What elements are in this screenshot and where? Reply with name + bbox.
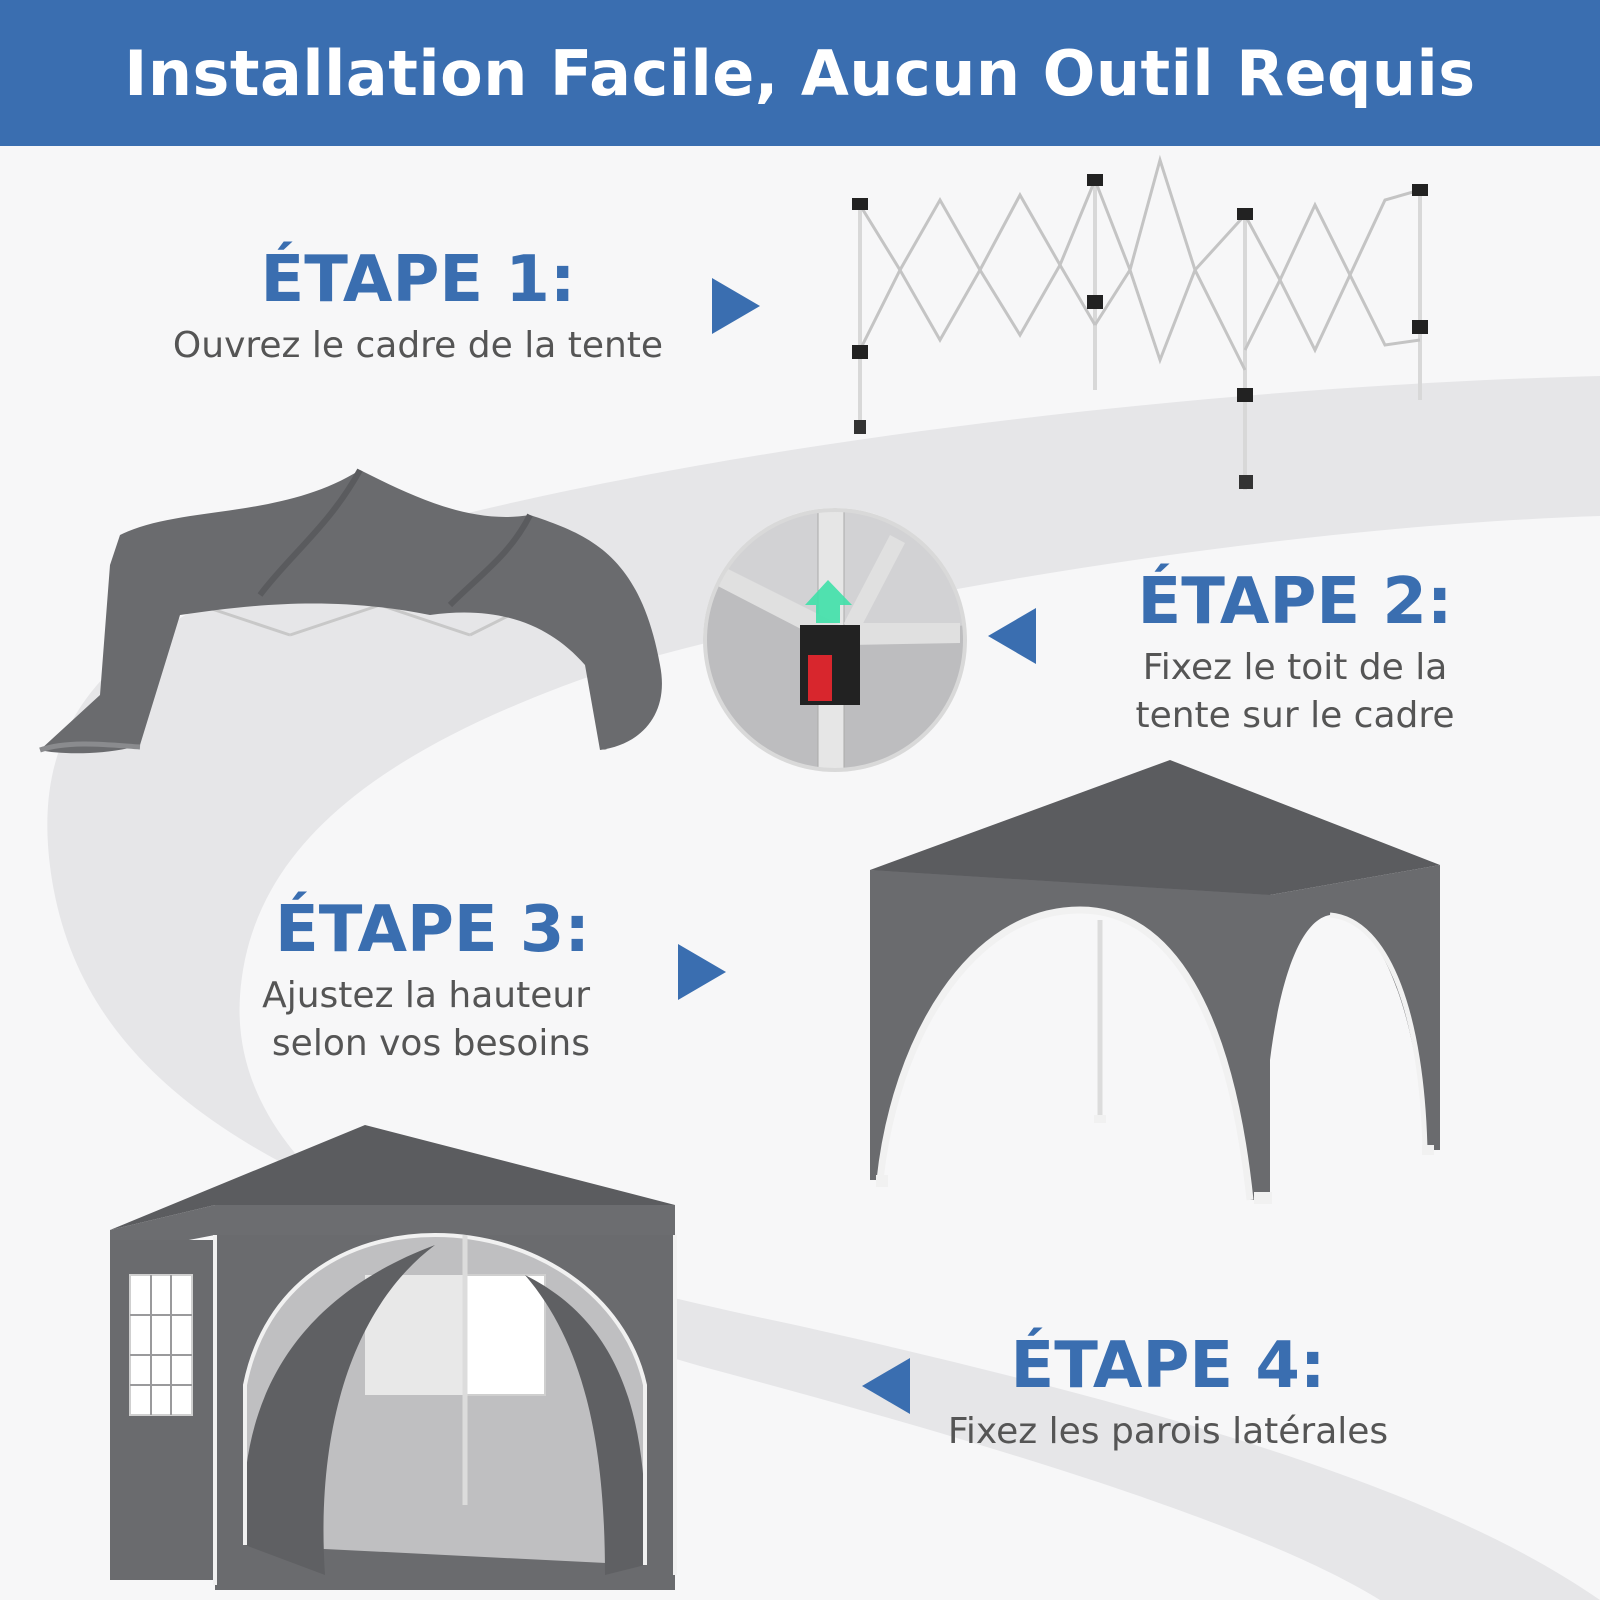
step-2-title: ÉTAPE 2: xyxy=(1137,565,1453,639)
page-title: Installation Facile, Aucun Outil Requis xyxy=(124,36,1476,110)
header-banner: Installation Facile, Aucun Outil Requis xyxy=(0,0,1600,146)
step-3-title: ÉTAPE 3: xyxy=(275,893,590,967)
triangle-left-icon xyxy=(988,608,1036,664)
step-2-line-2: tente sur le cadre xyxy=(1135,694,1455,736)
step-3-line-2: selon vos besoins xyxy=(271,1022,590,1064)
up-arrow-icon xyxy=(805,580,852,623)
step-4: ÉTAPE 4: Fixez les parois latérales xyxy=(928,1334,1408,1456)
triangle-right-icon xyxy=(678,944,726,1000)
tent-frame-illustration xyxy=(852,154,1428,490)
step-1-description: Ouvrez le cadre de la tente xyxy=(158,322,678,370)
step-2-description: Fixez le toit de la tente sur le cadre xyxy=(1120,644,1470,739)
step-3-description: Ajustez la hauteur selon vos besoins xyxy=(230,972,590,1067)
step-1-line-1: Ouvrez le cadre de la tente xyxy=(172,325,664,366)
canopy-tent-illustration xyxy=(870,760,1440,1204)
enclosed-tent-illustration xyxy=(110,1125,677,1590)
triangle-left-icon xyxy=(862,1358,910,1414)
step-1: ÉTAPE 1: Ouvrez le cadre de la tente xyxy=(158,248,678,370)
step-4-description: Fixez les parois latérales xyxy=(928,1408,1408,1456)
step-4-title: ÉTAPE 4: xyxy=(1010,1329,1326,1403)
step-2: ÉTAPE 2: Fixez le toit de la tente sur l… xyxy=(1120,570,1470,739)
draped-canopy-illustration xyxy=(39,468,662,754)
step-2-line-1: Fixez le toit de la xyxy=(1142,647,1448,688)
lock-detail-illustration xyxy=(703,508,967,772)
step-3-line-1: Ajustez la hauteur xyxy=(262,975,590,1016)
background-path xyxy=(47,376,1600,1600)
step-3: ÉTAPE 3: Ajustez la hauteur selon vos be… xyxy=(230,898,590,1067)
step-4-line-1: Fixez les parois latérales xyxy=(947,1411,1389,1452)
step-1-title: ÉTAPE 1: xyxy=(260,243,576,317)
triangle-right-icon xyxy=(712,278,760,334)
